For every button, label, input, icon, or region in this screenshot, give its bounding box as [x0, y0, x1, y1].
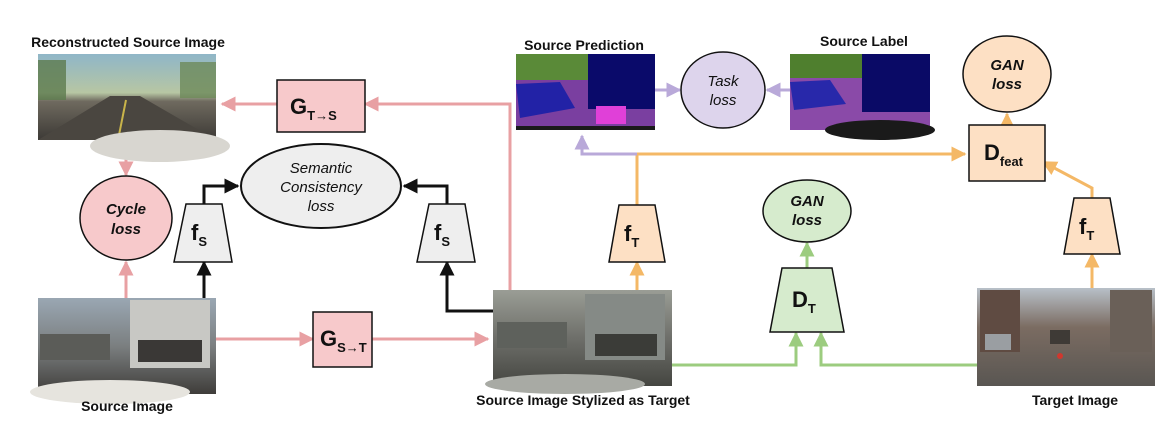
arrow-fs-left-to-semantic [202, 178, 240, 204]
svg-text:Consistency: Consistency [280, 179, 363, 196]
svg-text:fT: fT [1079, 214, 1094, 243]
encoder-fs-left: fS [173, 203, 233, 263]
reconstructed-source-image [38, 54, 230, 162]
stylized-image-label: Source Image Stylized as Target [476, 392, 690, 408]
arrow-stylized-to-gts [363, 96, 512, 290]
svg-text:loss: loss [111, 221, 141, 238]
svg-text:Task: Task [707, 73, 740, 90]
svg-text:GS→T: GS→T [320, 326, 367, 355]
svg-text:DT: DT [792, 287, 816, 316]
cycle-loss: Cycle loss [79, 175, 173, 261]
arrow-target-to-dt [813, 331, 977, 367]
svg-text:fS: fS [191, 220, 207, 249]
svg-text:fS: fS [434, 220, 450, 249]
task-loss: Task loss [680, 51, 766, 129]
stylized-image [485, 290, 672, 394]
svg-text:GAN: GAN [790, 193, 825, 210]
source-prediction-label: Source Prediction [524, 37, 644, 53]
svg-text:fT: fT [624, 221, 639, 250]
svg-text:GAN: GAN [990, 57, 1025, 74]
discriminator-feat: Dfeat [968, 124, 1046, 182]
encoder-fs-right: fS [416, 203, 476, 263]
generator-t-to-s: GT→S [276, 79, 366, 133]
svg-text:Semantic: Semantic [290, 160, 353, 177]
reconstructed-source-image-label: Reconstructed Source Image [31, 34, 225, 50]
source-image-label: Source Image [81, 398, 173, 414]
arrow-stylized-to-fs-right [439, 260, 493, 313]
arrow-fs-right-to-semantic [402, 178, 449, 204]
arrow-ft-right-to-dfeat [1041, 160, 1094, 198]
source-image [30, 298, 216, 404]
svg-text:GT→S: GT→S [290, 94, 337, 123]
source-label-image [790, 54, 935, 140]
gan-loss-mid: GAN loss [762, 179, 852, 243]
svg-text:Dfeat: Dfeat [984, 140, 1024, 169]
discriminator-dt: DT [769, 267, 845, 333]
svg-text:loss: loss [308, 198, 335, 215]
semantic-consistency-loss: Semantic Consistency loss [240, 143, 402, 229]
target-image [977, 288, 1155, 386]
encoder-ft-right: fT [1063, 197, 1121, 255]
arrow-ft-to-source-prediction [574, 134, 637, 156]
arrow-stylized-to-dt [672, 331, 804, 367]
svg-text:loss: loss [992, 76, 1022, 93]
target-image-label: Target Image [1032, 392, 1118, 408]
source-prediction-image [516, 54, 655, 130]
encoder-ft-mid: fT [608, 204, 666, 263]
svg-text:Cycle: Cycle [106, 201, 146, 218]
generator-s-to-t: GS→T [312, 311, 373, 368]
gan-loss-top: GAN loss [962, 35, 1052, 113]
svg-text:loss: loss [792, 212, 822, 229]
source-label-label: Source Label [820, 33, 908, 49]
svg-text:loss: loss [710, 92, 737, 109]
